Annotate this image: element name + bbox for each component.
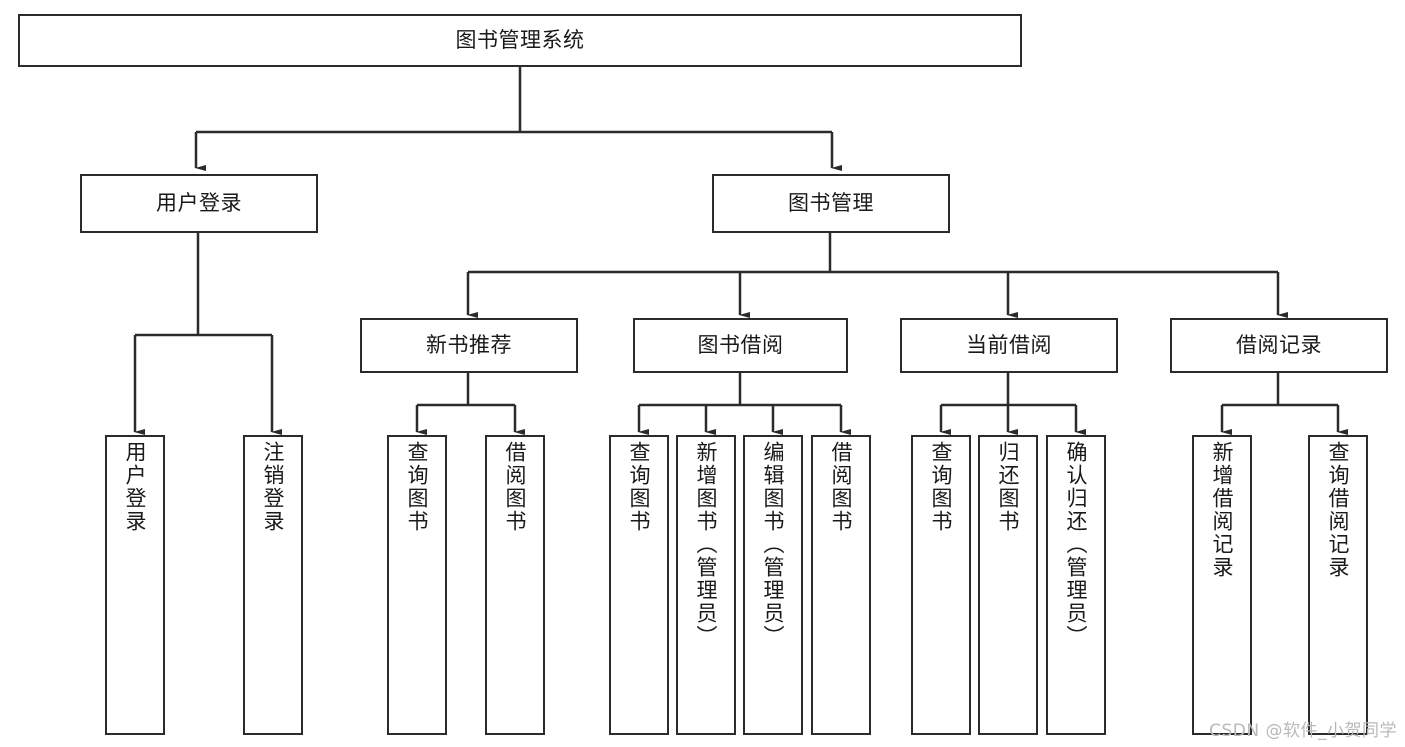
node-book-management[interactable]: 图书管理 xyxy=(712,174,950,233)
leaf-new-book-borrow[interactable]: 借阅图书 xyxy=(485,435,545,735)
leaf-new-book-query[interactable]: 查询图书 xyxy=(387,435,447,735)
leaf-records-add-record[interactable]: 新增借阅记录 xyxy=(1192,435,1252,735)
leaf-new-book-query-label: 查询图书 xyxy=(405,441,430,533)
leaf-borrow-borrow-book-label: 借阅图书 xyxy=(829,441,854,533)
leaf-borrow-edit-book[interactable]: 编辑图书（管理员） xyxy=(743,435,803,735)
leaf-borrow-edit-book-label: 编辑图书（管理员） xyxy=(761,441,786,648)
leaf-user-login-signout[interactable]: 注销登录 xyxy=(243,435,303,735)
leaf-user-login-signout-label: 注销登录 xyxy=(261,441,286,533)
leaf-borrow-query-book[interactable]: 查询图书 xyxy=(609,435,669,735)
watermark-text: CSDN @软件_小贺同学 xyxy=(1209,721,1397,741)
leaf-borrow-borrow-book[interactable]: 借阅图书 xyxy=(811,435,871,735)
node-user-login-label: 用户登录 xyxy=(156,191,242,216)
leaf-current-confirm-return-label: 确认归还（管理员） xyxy=(1064,441,1089,648)
leaf-current-query-book[interactable]: 查询图书 xyxy=(911,435,971,735)
node-borrow-records[interactable]: 借阅记录 xyxy=(1170,318,1388,373)
leaf-user-login-signin-label: 用户登录 xyxy=(123,441,148,533)
leaf-current-return-book[interactable]: 归还图书 xyxy=(978,435,1038,735)
node-current-borrow[interactable]: 当前借阅 xyxy=(900,318,1118,373)
leaf-records-add-record-label: 新增借阅记录 xyxy=(1210,441,1235,579)
leaf-current-confirm-return[interactable]: 确认归还（管理员） xyxy=(1046,435,1106,735)
node-new-book-recommend[interactable]: 新书推荐 xyxy=(360,318,578,373)
node-user-login[interactable]: 用户登录 xyxy=(80,174,318,233)
node-root-system-label: 图书管理系统 xyxy=(455,28,585,53)
node-root-system[interactable]: 图书管理系统 xyxy=(18,14,1022,67)
node-current-borrow-label: 当前借阅 xyxy=(966,333,1052,358)
leaf-records-query-record-label: 查询借阅记录 xyxy=(1326,441,1351,579)
leaf-borrow-add-book-label: 新增图书（管理员） xyxy=(694,441,719,648)
node-book-borrow-label: 图书借阅 xyxy=(697,333,784,358)
leaf-new-book-borrow-label: 借阅图书 xyxy=(503,441,528,533)
node-book-management-label: 图书管理 xyxy=(788,191,874,216)
leaf-records-query-record[interactable]: 查询借阅记录 xyxy=(1308,435,1368,735)
leaf-borrow-query-book-label: 查询图书 xyxy=(627,441,652,533)
node-book-borrow[interactable]: 图书借阅 xyxy=(633,318,848,373)
node-new-book-recommend-label: 新书推荐 xyxy=(426,333,512,358)
leaf-current-return-book-label: 归还图书 xyxy=(996,441,1021,533)
leaf-current-query-book-label: 查询图书 xyxy=(929,441,954,533)
node-borrow-records-label: 借阅记录 xyxy=(1236,333,1322,358)
leaf-borrow-add-book[interactable]: 新增图书（管理员） xyxy=(676,435,736,735)
leaf-user-login-signin[interactable]: 用户登录 xyxy=(105,435,165,735)
